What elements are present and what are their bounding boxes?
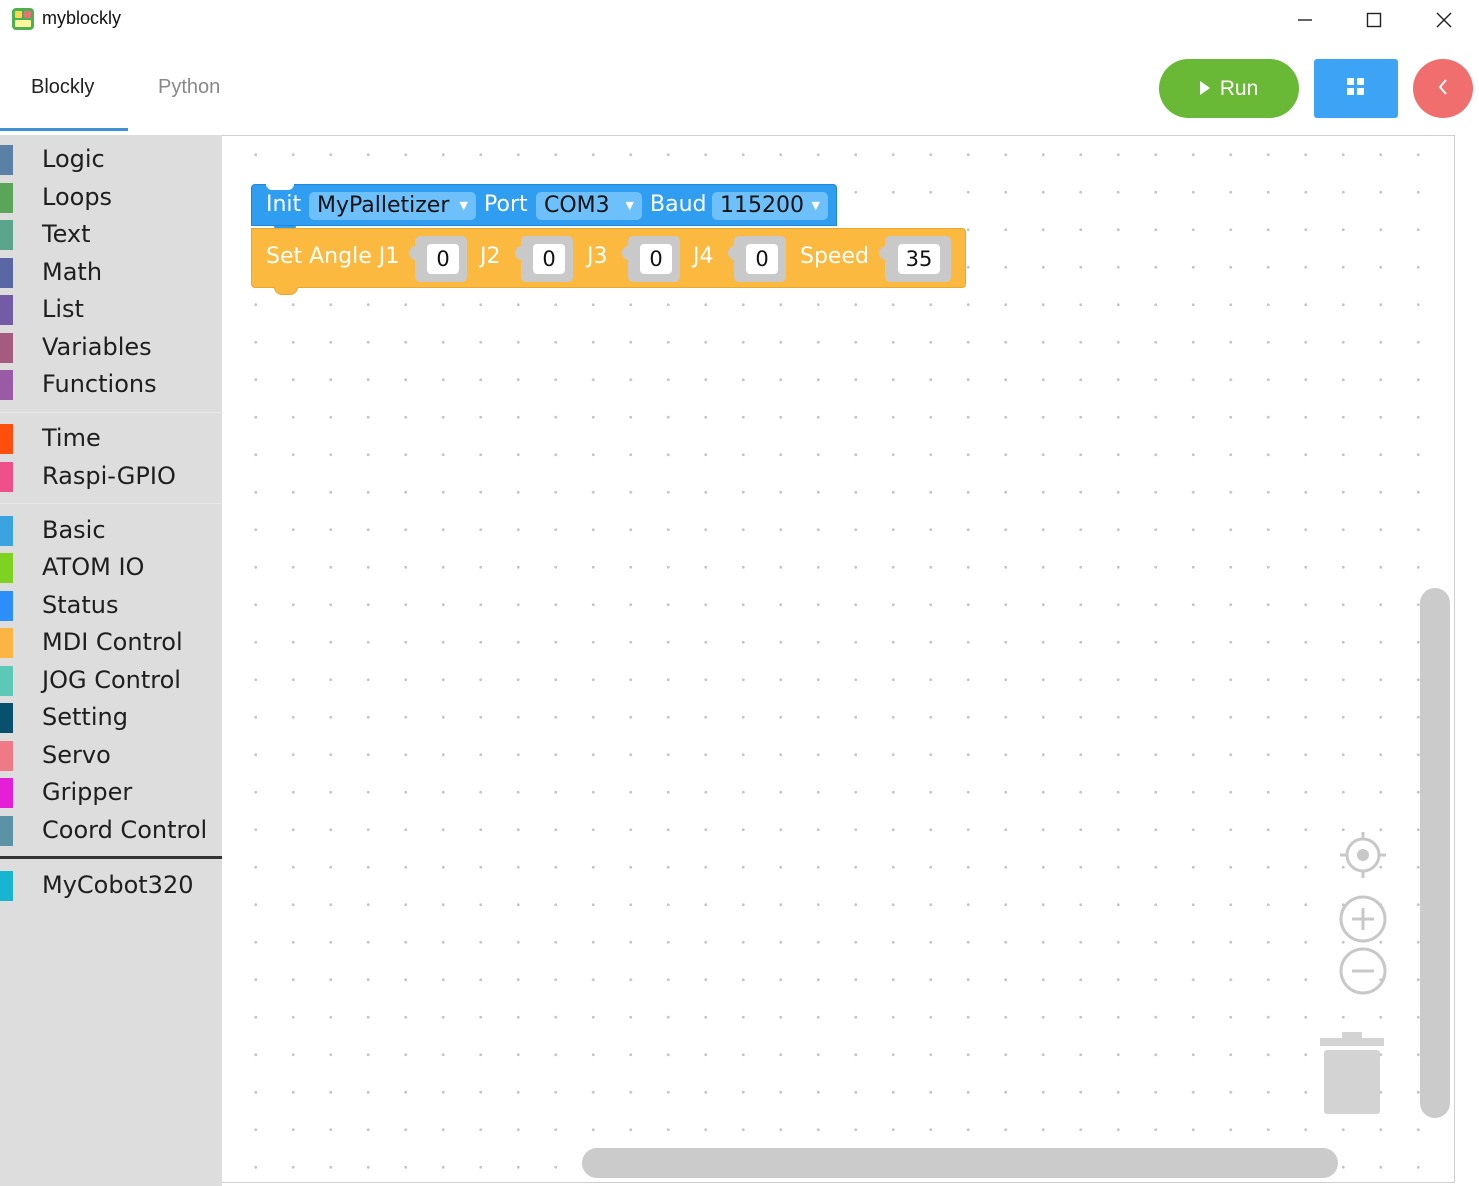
tab-python[interactable]: Python bbox=[158, 76, 221, 98]
j4-label: J4 bbox=[693, 244, 714, 269]
category-text[interactable]: Text bbox=[0, 216, 222, 252]
category-math[interactable]: Math bbox=[0, 254, 222, 290]
port-dropdown-value: COM3 bbox=[544, 193, 610, 218]
category-basic[interactable]: Basic bbox=[0, 512, 222, 548]
chevron-left-icon bbox=[1437, 78, 1449, 100]
toolbox-separator-dark bbox=[0, 856, 222, 859]
category-time[interactable]: Time bbox=[0, 420, 222, 456]
category-variables[interactable]: Variables bbox=[0, 329, 222, 365]
back-button[interactable] bbox=[1413, 59, 1473, 118]
dropdown-arrow-icon: ▼ bbox=[625, 199, 634, 212]
close-icon[interactable] bbox=[1414, 0, 1474, 40]
set-angle-block[interactable] bbox=[251, 228, 966, 288]
category-coord-control[interactable]: Coord Control bbox=[0, 812, 222, 848]
play-icon bbox=[1199, 77, 1210, 101]
active-tab-indicator bbox=[0, 128, 128, 131]
title-bar: myblockly bbox=[0, 0, 1479, 40]
tab-blockly[interactable]: Blockly bbox=[31, 76, 95, 98]
minimize-icon[interactable] bbox=[1275, 0, 1335, 40]
category-atom-io[interactable]: ATOM IO bbox=[0, 549, 222, 585]
category-list[interactable]: List bbox=[0, 291, 222, 327]
block-notch bbox=[266, 184, 294, 190]
category-gripper[interactable]: Gripper bbox=[0, 774, 222, 810]
dropdown-arrow-icon: ▼ bbox=[459, 199, 468, 212]
baud-label: Baud bbox=[650, 192, 707, 217]
recenter-icon[interactable] bbox=[1338, 830, 1388, 880]
category-logic[interactable]: Logic bbox=[0, 141, 222, 177]
app-logo-icon bbox=[12, 8, 34, 30]
port-dropdown[interactable]: COM3 ▼ bbox=[536, 192, 642, 220]
port-label: Port bbox=[484, 192, 528, 217]
j2-input[interactable]: 0 bbox=[533, 244, 565, 274]
trash-icon[interactable] bbox=[1320, 1032, 1384, 1116]
speed-input[interactable]: 35 bbox=[898, 244, 940, 274]
device-dropdown-value: MyPalletizer bbox=[317, 193, 450, 218]
j3-label: J3 bbox=[587, 244, 608, 269]
zoom-in-icon[interactable] bbox=[1338, 894, 1388, 944]
toolbox-sidebar: Logic Loops Text Math List Variables Fun… bbox=[0, 135, 222, 1186]
j1-input[interactable]: 0 bbox=[427, 244, 459, 274]
blockly-workspace[interactable] bbox=[222, 135, 1455, 1183]
run-button-label: Run bbox=[1219, 76, 1259, 100]
category-loops[interactable]: Loops bbox=[0, 179, 222, 215]
category-raspi-gpio[interactable]: Raspi-GPIO bbox=[0, 458, 222, 494]
menu-grid-button[interactable] bbox=[1314, 59, 1398, 118]
grid-icon bbox=[1347, 77, 1365, 100]
header: Blockly Python Run bbox=[0, 40, 1479, 134]
baud-dropdown[interactable]: 115200 ▼ bbox=[712, 192, 828, 220]
speed-label: Speed bbox=[800, 244, 869, 269]
dropdown-arrow-icon: ▼ bbox=[811, 199, 820, 212]
maximize-icon[interactable] bbox=[1344, 0, 1404, 40]
set-angle-label: Set Angle J1 bbox=[266, 244, 400, 269]
j3-input[interactable]: 0 bbox=[640, 244, 672, 274]
window-title: myblockly bbox=[42, 8, 122, 28]
category-mdi-control[interactable]: MDI Control bbox=[0, 624, 222, 660]
category-mycobot320[interactable]: MyCobot320 bbox=[0, 867, 222, 903]
toolbox-separator bbox=[0, 503, 222, 504]
category-servo[interactable]: Servo bbox=[0, 737, 222, 773]
vertical-scrollbar[interactable] bbox=[1420, 588, 1450, 1118]
run-button[interactable]: Run bbox=[1159, 59, 1299, 118]
category-status[interactable]: Status bbox=[0, 587, 222, 623]
j4-input[interactable]: 0 bbox=[746, 244, 778, 274]
category-setting[interactable]: Setting bbox=[0, 699, 222, 735]
zoom-out-icon[interactable] bbox=[1338, 946, 1388, 996]
category-functions[interactable]: Functions bbox=[0, 366, 222, 402]
device-dropdown[interactable]: MyPalletizer ▼ bbox=[309, 192, 476, 220]
horizontal-scrollbar[interactable] bbox=[582, 1148, 1338, 1178]
category-jog-control[interactable]: JOG Control bbox=[0, 662, 222, 698]
toolbox-separator bbox=[0, 412, 222, 413]
j2-label: J2 bbox=[480, 244, 501, 269]
init-block-label: Init bbox=[266, 192, 302, 217]
baud-dropdown-value: 115200 bbox=[720, 193, 804, 218]
